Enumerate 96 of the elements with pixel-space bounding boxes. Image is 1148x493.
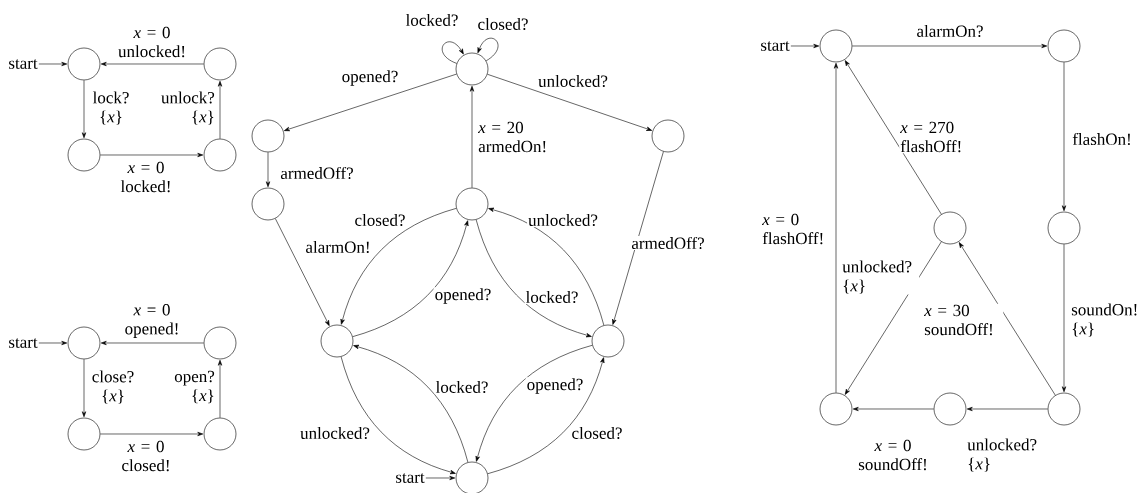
transition-arrow [475,219,592,338]
state-circle [819,29,853,63]
transition-arrow [469,85,475,188]
state-circle [67,326,101,360]
edge-label: soundOn! {x} [1070,302,1147,338]
edge-label: closed? [570,426,624,440]
edge-label: locked? [404,13,460,27]
transition-arrow [790,43,820,49]
transition-arrow [833,62,839,393]
transition-arrow [352,220,469,337]
transition-arrow [38,61,68,67]
edge-label: alarmOn! [304,240,372,254]
edge-label: opened? [525,377,585,395]
state-circle [67,47,101,81]
transition-arrow [353,344,469,463]
edge-label: x = 20 armedOn! [477,120,556,154]
transition-arrow [1061,62,1067,212]
transition-arrow [81,80,87,139]
transition-arrow [284,73,457,132]
transition-arrow [340,208,457,325]
state-circle [1047,211,1081,245]
transition-arrow [852,406,934,412]
state-circle [455,52,489,86]
edge-label: unlock? {x} [153,90,216,126]
edge-label: x = 0 soundOff! [853,438,933,472]
edge-label: unlocked? [527,213,599,227]
state-circle [455,187,489,221]
transition-arrow [844,60,942,215]
transition-arrow [1061,244,1067,393]
state-circle [1047,29,1081,63]
start-label: start [9,59,38,69]
start-label: start [761,41,790,51]
transition-arrow [100,152,204,158]
transition-arrow [100,431,204,437]
edge-label: locked? [524,290,580,304]
transition-arrow [425,475,456,481]
state-circle [320,324,354,358]
edge-label: unlocked? [299,426,371,440]
edge-label: armedOff? [279,165,355,181]
edge-label: flashOn! [1071,131,1133,147]
edge-label: closed? [476,17,530,31]
edge-label: unlocked? [537,74,609,88]
edge-label: x = 0 opened! [120,303,184,339]
transition-arrow [487,73,653,131]
edge-label: close? {x} [88,369,138,405]
transition-arrow [852,43,1048,49]
transition-arrow [442,41,464,64]
edge-label: x = 0 locked! [116,160,176,194]
transition-arrow [612,151,664,325]
start-label: start [9,338,38,348]
transition-arrow [217,80,223,139]
transition-arrow [487,357,605,475]
state-circle [1047,392,1081,426]
transition-arrow [844,241,942,395]
transition-arrow [477,37,499,62]
transition-arrow [81,359,87,418]
state-circle [819,392,853,426]
state-circle [203,417,237,451]
state-circle [203,326,237,360]
state-circle [251,119,285,153]
state-circle [203,47,237,81]
state-circle [651,119,685,153]
edge-label: lock? {x} [89,90,133,126]
transition-arrow [966,406,1048,412]
state-circle [933,392,967,426]
edge-label: closed? [353,213,407,227]
transition-arrow [275,218,330,326]
state-circle [67,417,101,451]
edge-label: locked? [434,380,490,394]
transition-arrow [100,340,204,346]
edge-label: alarmOn? [915,24,985,38]
edge-label: x = 0 unlocked! [114,25,190,59]
transition-arrow [100,61,204,67]
state-circle [203,138,237,172]
edge-label: unlocked? {x} [966,437,1045,473]
edge-label: x = 30 soundOff! [923,303,1004,337]
edge-label: open? {x} [167,369,216,405]
state-circle [251,187,285,221]
edge-label: opened? [433,287,493,305]
transition-arrow [488,207,605,326]
edge-label: armedOff? [630,235,706,251]
state-circle [591,324,625,358]
edge-label: x = 0 closed! [117,439,175,473]
transition-arrow [475,344,593,462]
transition-arrow [958,242,1056,396]
edge-label: opened? [340,69,400,87]
transition-arrow [217,359,223,418]
edge-label: x = 270 flashOff! [899,120,972,154]
edge-label: x = 0 flashOff! [761,212,834,246]
transition-arrow [265,152,271,188]
transition-arrow [340,356,456,475]
edge-label: unlocked? {x} [841,259,920,295]
transition-arrow [38,340,68,346]
state-circle [933,211,967,245]
start-label: start [396,473,425,483]
state-circle [67,138,101,172]
